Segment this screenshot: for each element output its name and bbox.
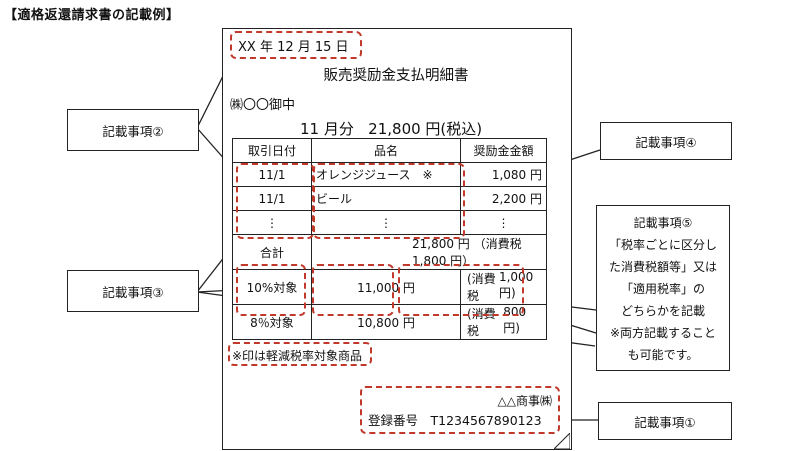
row-amount: 1,080 円 <box>460 162 547 187</box>
paper-fold-icon <box>554 433 570 449</box>
row-date: 11/1 <box>232 162 312 187</box>
issuer: △△商事㈱ <box>497 394 552 408</box>
table-row: ⋮ ⋮ ⋮ <box>232 210 547 235</box>
tax-detail: (消費税 800 円) <box>460 304 547 340</box>
highlight-issuer <box>360 386 560 434</box>
row-date: 11/1 <box>232 186 312 211</box>
tax-detail-label: (消費税 <box>467 272 496 303</box>
invoice-date: XX 年 12 月 15 日 <box>238 40 349 55</box>
highlight-consumption-tax <box>398 264 524 316</box>
table-row: 11/1 ビール 2,200 円 <box>232 186 547 211</box>
callout-item2: 記載事項② <box>67 109 199 151</box>
row-item: ⋮ <box>311 210 461 235</box>
row-amount: ⋮ <box>460 210 547 235</box>
recipient: ㈱〇〇御中 <box>230 98 296 113</box>
tax-detail: (消費税 1,000 円) <box>460 269 547 305</box>
table-row: 11/1 オレンジジュース ※ 1,080 円 <box>232 162 547 187</box>
highlight-tax-rate <box>236 264 306 316</box>
callout-item5-line: も可能です。 <box>627 348 699 362</box>
highlight-tax-amount <box>312 264 394 316</box>
callout-item5-line: ※両方記載すること <box>609 326 717 340</box>
registration-number: 登録番号 T1234567890123 <box>368 413 542 428</box>
col-date-header: 取引日付 <box>232 138 312 163</box>
highlight-dates <box>236 163 314 239</box>
callout-item5-line: 「税率ごとに区分し <box>608 238 717 252</box>
callout-item1: 記載事項① <box>598 402 732 440</box>
callout-item4: 記載事項④ <box>600 122 732 160</box>
summary-line: 11 月分 21,800 円(税込) <box>300 118 482 139</box>
col-item-header: 品名 <box>311 138 461 163</box>
highlight-footnote <box>228 342 372 366</box>
tax-amount: 11,000 円 <box>311 269 461 305</box>
table-header-row: 取引日付 品名 奨励金金額 <box>232 138 547 163</box>
document-title: 販売奨励金支払明細書 <box>323 68 469 84</box>
row-date: ⋮ <box>232 210 312 235</box>
callout-item5-line: た消費税額等」又は <box>608 260 717 274</box>
footnote: ※印は軽減税率対象商品 <box>232 349 363 363</box>
highlight-items <box>313 163 465 239</box>
tax-amount: 10,800 円 <box>311 304 461 340</box>
summary-amount: 21,800 円(税込) <box>368 120 483 138</box>
tax-detail-value: 1,000 円) <box>498 270 534 300</box>
tax-row: 8％対象 10,800 円 (消費税 800 円) <box>232 304 547 340</box>
invoice-table: 取引日付 品名 奨励金金額 11/1 オレンジジュース ※ 1,080 円 11… <box>232 138 547 340</box>
heading: 【適格返還請求書の記載例】 <box>4 8 180 23</box>
row-amount: 2,200 円 <box>460 186 547 211</box>
summary-month: 11 月分 <box>300 120 354 138</box>
row-item: ビール <box>311 186 461 211</box>
callout-item5-line: 「適用税率」の <box>620 282 705 296</box>
callout-item3: 記載事項③ <box>67 270 199 312</box>
col-amount-header: 奨励金金額 <box>460 138 547 163</box>
highlight-date <box>230 31 362 59</box>
callout-item5-line: どちらかを記載 <box>620 304 705 318</box>
callout-item5-line: 記載事項⑤ <box>633 216 693 230</box>
callout-item5: 記載事項⑤ 「税率ごとに区分し た消費税額等」又は 「適用税率」の どちらかを記… <box>596 205 730 371</box>
tax-label: 8％対象 <box>232 304 312 340</box>
